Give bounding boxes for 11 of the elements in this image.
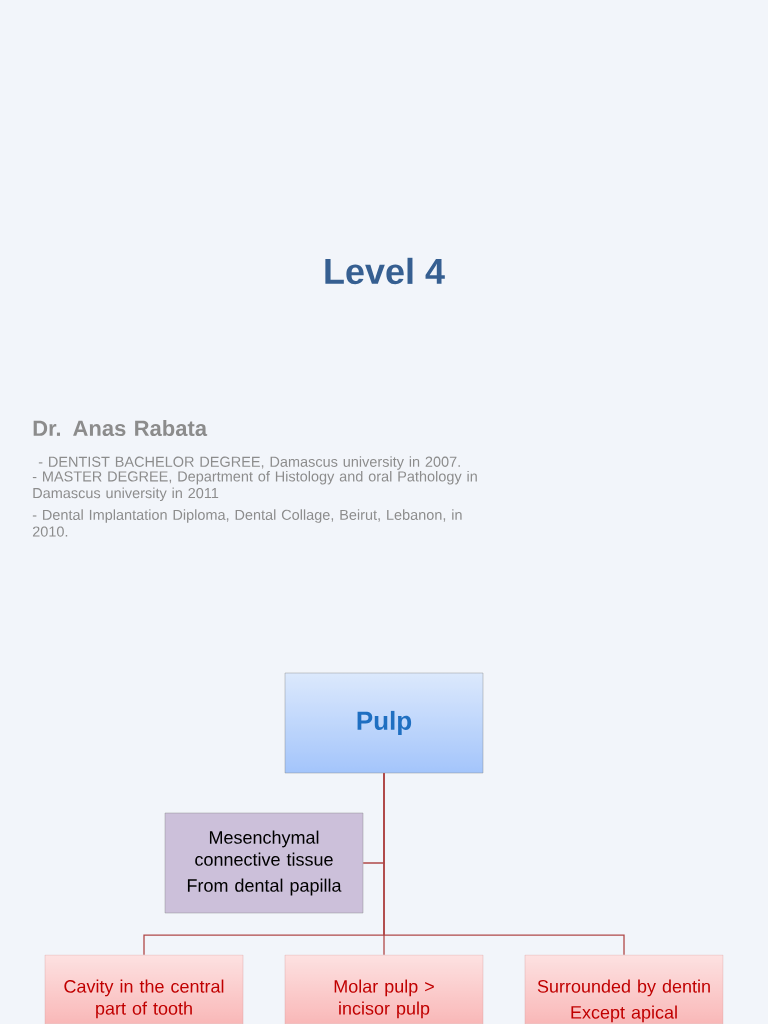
bullet-text: - DENTIST BACHELOR DEGREE, Damascus university in 2007. <box>38 456 460 470</box>
process-box: Cavity in the central part of tooth <box>44 954 244 1024</box>
process-box: Mesenchymal connective tissue From dental papilla <box>164 812 364 914</box>
slide-title: Level 4 <box>325 257 445 285</box>
bullet-text: - MASTER DEGREE, Department of Histology and oral Pathology in Damascus university in 2011 <box>32 470 477 502</box>
bullet-text: - Dental Implantation Diploma, Dental Collage, Beirut, Lebanon, in 2010. <box>32 509 462 537</box>
process-box: Surrounded by dentin Except apical <box>524 954 724 1024</box>
author-name: Dr. Anas Rabata <box>33 419 208 437</box>
connector-line <box>383 772 625 956</box>
title-box: Pulp <box>284 672 484 774</box>
process-box: Molar pulp > incisor pulp <box>284 954 484 1024</box>
